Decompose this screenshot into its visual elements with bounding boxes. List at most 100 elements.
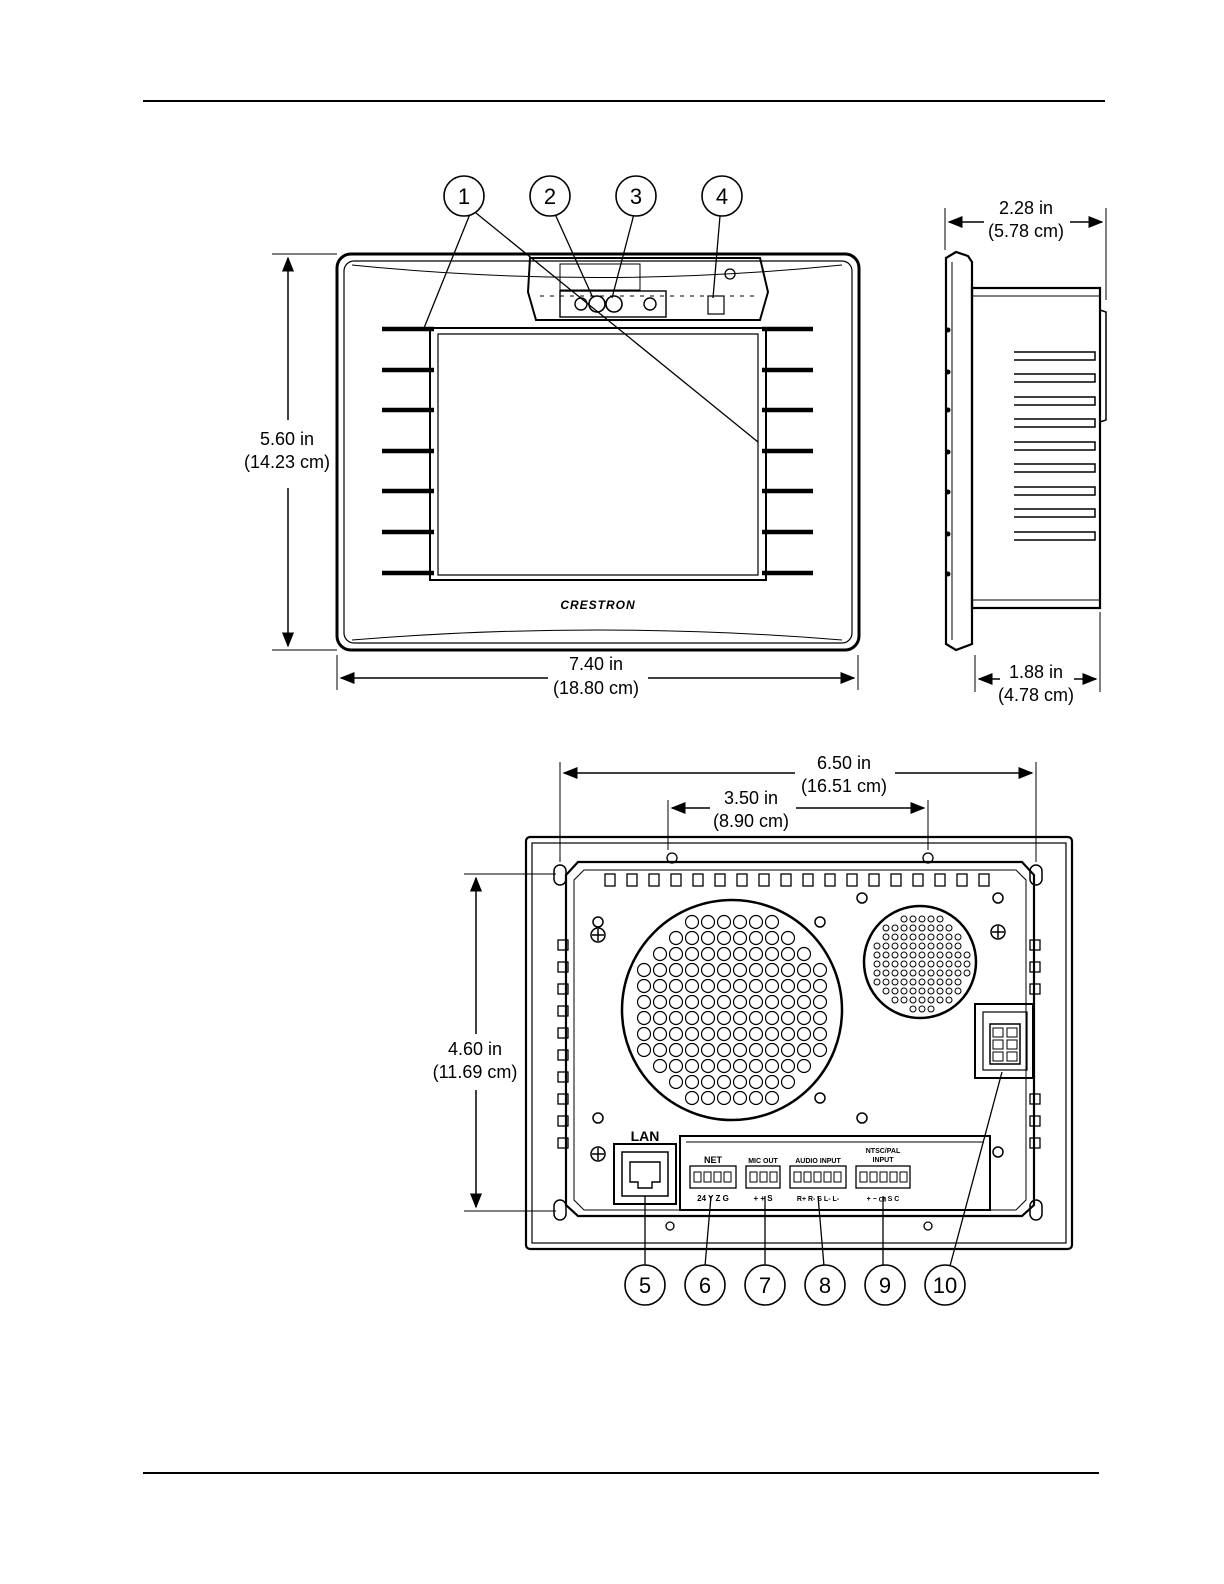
grille-hole — [798, 1028, 811, 1041]
grille-hole — [910, 934, 916, 940]
grille-hole — [919, 916, 925, 922]
grille-hole — [782, 1028, 795, 1041]
grille-hole — [750, 1060, 763, 1073]
grille-hole — [734, 1076, 747, 1089]
grille-hole — [686, 948, 699, 961]
grille-hole — [919, 943, 925, 949]
grille-hole — [910, 970, 916, 976]
grille-hole — [654, 1028, 667, 1041]
grille-hole — [955, 961, 961, 967]
grille-hole — [766, 932, 779, 945]
grille-hole — [919, 979, 925, 985]
terminal-pin — [824, 1172, 831, 1182]
rear-net-label: NET — [704, 1155, 723, 1165]
grille-hole — [766, 916, 779, 929]
rear-ntsc-label-2: INPUT — [873, 1157, 895, 1164]
grille-hole — [670, 996, 683, 1009]
grille-hole — [910, 997, 916, 1003]
rear-outer-spacing-cm: (16.51 cm) — [801, 776, 887, 796]
rear-mic-pins: + + S — [753, 1194, 773, 1203]
callout-8: 8 — [805, 1265, 845, 1305]
grille-hole — [910, 925, 916, 931]
grille-hole — [782, 996, 795, 1009]
grille-hole — [946, 988, 952, 994]
grille-hole — [782, 932, 795, 945]
callout-4-number: 4 — [716, 184, 728, 209]
side-depth-body-in: 1.88 in — [1009, 662, 1063, 682]
grille-hole — [638, 1044, 651, 1057]
callout-3-number: 3 — [630, 184, 642, 209]
grille-hole — [901, 970, 907, 976]
grille-hole — [686, 916, 699, 929]
grille-hole — [702, 1060, 715, 1073]
grille-hole — [750, 1044, 763, 1057]
callout-2-number: 2 — [544, 184, 556, 209]
grille-hole — [718, 1012, 731, 1025]
grille-hole — [919, 961, 925, 967]
grille-hole — [919, 1006, 925, 1012]
grille-hole — [766, 1092, 779, 1105]
grille-hole — [766, 1028, 779, 1041]
grille-hole — [702, 1044, 715, 1057]
grille-hole — [782, 1012, 795, 1025]
grille-hole — [718, 980, 731, 993]
side-view — [946, 252, 1107, 650]
grille-hole — [798, 964, 811, 977]
grille-hole — [638, 996, 651, 1009]
grille-hole — [901, 916, 907, 922]
grille-hole — [734, 1060, 747, 1073]
grille-hole — [766, 1044, 779, 1057]
callout-7-number: 7 — [759, 1273, 771, 1298]
front-height-in: 5.60 in — [260, 429, 314, 449]
grille-hole — [928, 916, 934, 922]
front-view — [337, 213, 859, 650]
rear-audio-label: AUDIO INPUT — [795, 1158, 841, 1165]
grille-hole — [964, 970, 970, 976]
grille-hole — [670, 980, 683, 993]
grille-hole — [892, 988, 898, 994]
grille-hole — [946, 952, 952, 958]
grille-hole — [686, 1012, 699, 1025]
grille-hole — [937, 943, 943, 949]
grille-hole — [734, 1044, 747, 1057]
grille-hole — [910, 979, 916, 985]
grille-hole — [892, 997, 898, 1003]
grille-hole — [874, 961, 880, 967]
grille-hole — [814, 1012, 827, 1025]
grille-hole — [892, 925, 898, 931]
rear-outer-spacing-in: 6.50 in — [817, 753, 871, 773]
grille-hole — [734, 1012, 747, 1025]
grille-hole — [734, 1092, 747, 1105]
grille-hole — [750, 980, 763, 993]
grille-hole — [901, 943, 907, 949]
grille-hole — [718, 948, 731, 961]
callout-10: 10 — [925, 1265, 965, 1305]
grille-hole — [874, 952, 880, 958]
grille-hole — [734, 964, 747, 977]
grille-hole — [638, 1012, 651, 1025]
grille-hole — [937, 997, 943, 1003]
grille-hole — [946, 961, 952, 967]
grille-hole — [686, 1060, 699, 1073]
callout-4: 4 — [702, 176, 742, 216]
grille-hole — [718, 996, 731, 1009]
rear-mic-label: MIC OUT — [748, 1158, 778, 1165]
rear-inner-spacing-cm: (8.90 cm) — [713, 811, 789, 831]
grille-hole — [798, 1060, 811, 1073]
terminal-pin — [724, 1172, 731, 1182]
grille-hole — [702, 996, 715, 1009]
grille-hole — [946, 934, 952, 940]
grille-hole — [750, 1092, 763, 1105]
rear-audio-pins: R+ R- S L- L- — [797, 1196, 840, 1203]
grille-hole — [782, 980, 795, 993]
grille-hole — [901, 925, 907, 931]
grille-hole — [910, 952, 916, 958]
grille-hole — [883, 952, 889, 958]
grille-hole — [766, 996, 779, 1009]
front-height-cm: (14.23 cm) — [244, 452, 330, 472]
grille-hole — [892, 979, 898, 985]
rear-lan-label: LAN — [631, 1128, 660, 1144]
grille-hole — [686, 1028, 699, 1041]
grille-hole — [901, 988, 907, 994]
grille-hole — [883, 943, 889, 949]
